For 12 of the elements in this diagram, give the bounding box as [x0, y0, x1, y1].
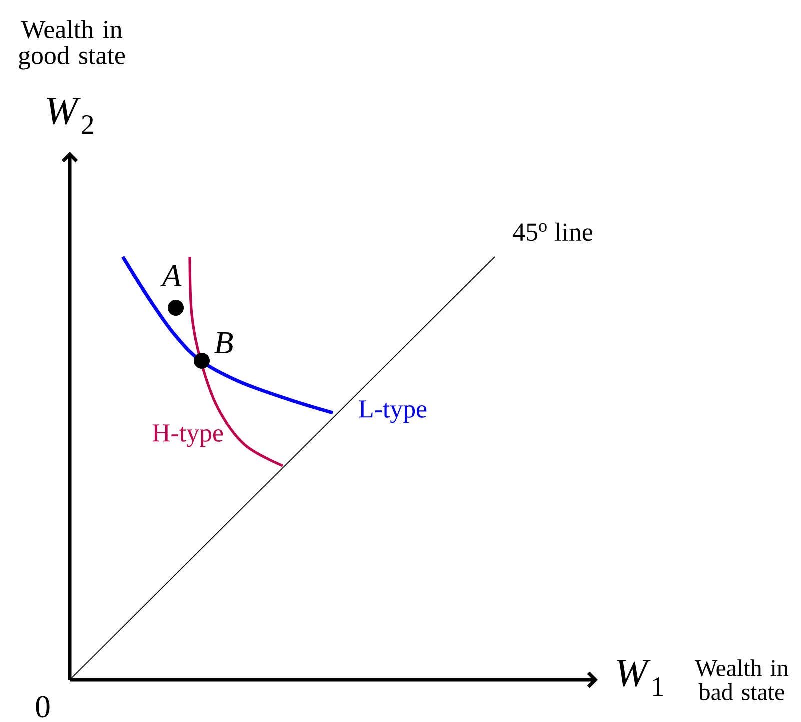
point-dot — [194, 353, 210, 369]
axis-label: W$_{2}$ — [47, 98, 94, 134]
origin-label: 0 — [36, 696, 50, 718]
curve-label: L-type — [359, 400, 427, 424]
point-label: A — [160, 265, 182, 287]
axis-label: W$_{1}$ — [617, 660, 664, 696]
line-label: 45$^{o}$ line — [513, 222, 592, 242]
axis-title: Wealth in bad state — [695, 660, 788, 700]
axis-title: Wealth in good state — [19, 20, 126, 70]
curve-label: H-type — [152, 424, 224, 448]
point-dot — [168, 300, 184, 316]
point-label: B — [214, 332, 234, 354]
